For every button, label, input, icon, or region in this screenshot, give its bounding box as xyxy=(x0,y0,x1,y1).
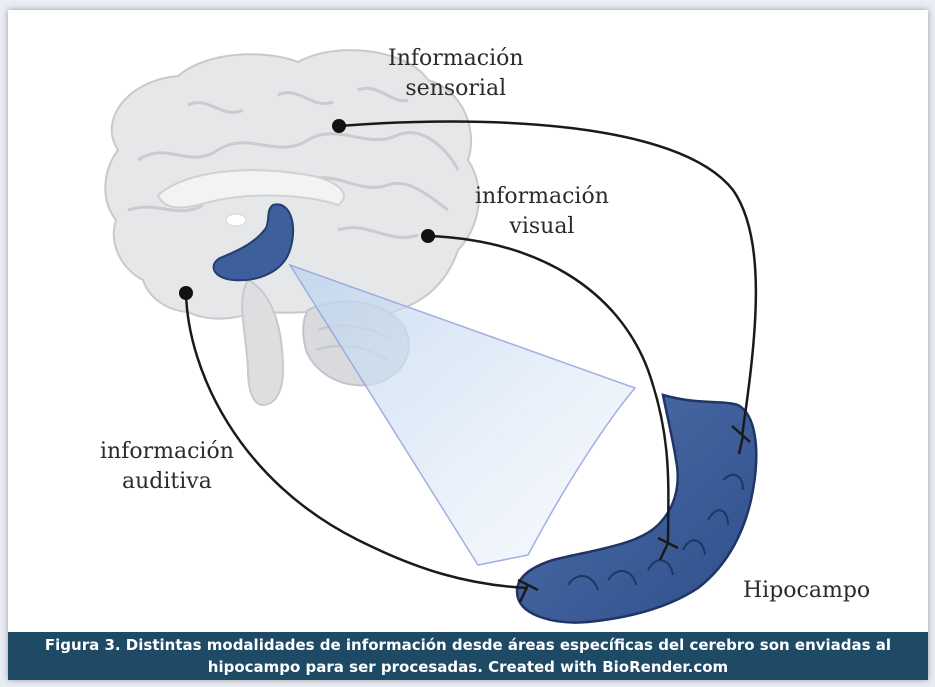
visual-origin-dot xyxy=(421,229,435,243)
label-sensorial-line1: Información xyxy=(388,44,524,74)
projection-cone xyxy=(290,265,635,565)
figure-frame: Información sensorial información visual… xyxy=(8,10,928,680)
label-visual-line2: visual xyxy=(475,212,609,242)
auditiva-origin-dot xyxy=(179,286,193,300)
label-auditiva-line1: información xyxy=(100,437,234,467)
figure-caption: Figura 3. Distintas modalidades de infor… xyxy=(8,632,928,680)
label-informacion-visual: información visual xyxy=(475,182,609,242)
label-hipocampo: Hipocampo xyxy=(743,576,870,606)
sensorial-origin-dot xyxy=(332,119,346,133)
label-informacion-auditiva: información auditiva xyxy=(100,437,234,497)
label-informacion-sensorial: Información sensorial xyxy=(388,44,524,104)
caption-line1: Figura 3. Distintas modalidades de infor… xyxy=(8,634,928,656)
label-auditiva-line2: auditiva xyxy=(100,467,234,497)
label-sensorial-line2: sensorial xyxy=(388,74,524,104)
caption-line2: hipocampo para ser procesadas. Created w… xyxy=(8,656,928,678)
label-visual-line1: información xyxy=(475,182,609,212)
